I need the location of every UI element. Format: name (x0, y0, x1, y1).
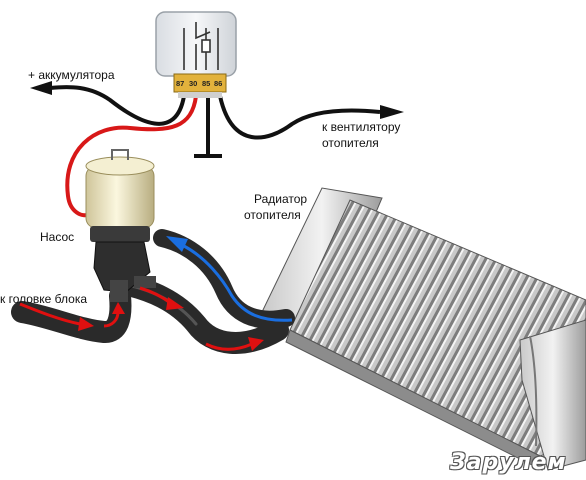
label-radiator-line2: отопителя (244, 208, 301, 222)
hot-flow-arrow-head (166, 297, 184, 310)
radiator (261, 187, 586, 471)
relay-pin-label: 30 (189, 79, 197, 88)
radiator-bottom-tank (519, 319, 586, 471)
relay-pin-terminals (178, 92, 222, 98)
wire-to-fan (218, 95, 381, 140)
hot-flow-arrow (19, 302, 81, 326)
label-radiator-line1: Радиатор (254, 192, 308, 206)
radiator-side-panel (285, 329, 543, 471)
label-engine-head: к головке блока (0, 292, 88, 306)
relay-pin-label: 86 (214, 79, 222, 88)
pump-outlet-pipe (134, 276, 156, 288)
coolant-flow (19, 236, 293, 351)
ground-symbol (194, 154, 222, 158)
hoses (11, 229, 295, 354)
label-battery: + аккумулятора (28, 68, 115, 82)
hot-flow-arrow-head (78, 317, 94, 331)
pump-flange (90, 226, 150, 242)
pump-cap (85, 156, 155, 176)
hot-flow-arrow-head (248, 337, 264, 351)
label-fan-line2: отопителя (322, 136, 379, 150)
cold-flow-arrow (183, 244, 293, 322)
wiring (30, 81, 404, 218)
cold-flow-arrow-head (166, 236, 188, 252)
pump (85, 149, 156, 302)
hose-from-engine (11, 285, 132, 343)
relay-pin-label: 85 (202, 79, 210, 88)
relay-pin-label: 87 (176, 79, 184, 88)
relay: 87 30 85 86 (155, 11, 237, 98)
hot-flow-arrow (205, 342, 253, 351)
relay-schematic (183, 22, 219, 70)
wire-positive-to-pump (65, 95, 198, 218)
watermark: Зарулем (450, 450, 567, 475)
arrow-to-fan (380, 105, 404, 119)
label-pump: Насос (40, 230, 75, 244)
radiator-end-bead (529, 335, 538, 447)
label-fan-line1: к вентилятору (322, 120, 401, 134)
hot-flow-arrow-head (112, 302, 125, 314)
arrow-to-battery (30, 81, 52, 95)
pump-terminal (111, 149, 129, 160)
pump-inlet-pipe (110, 280, 128, 302)
wire-to-battery (49, 85, 186, 126)
